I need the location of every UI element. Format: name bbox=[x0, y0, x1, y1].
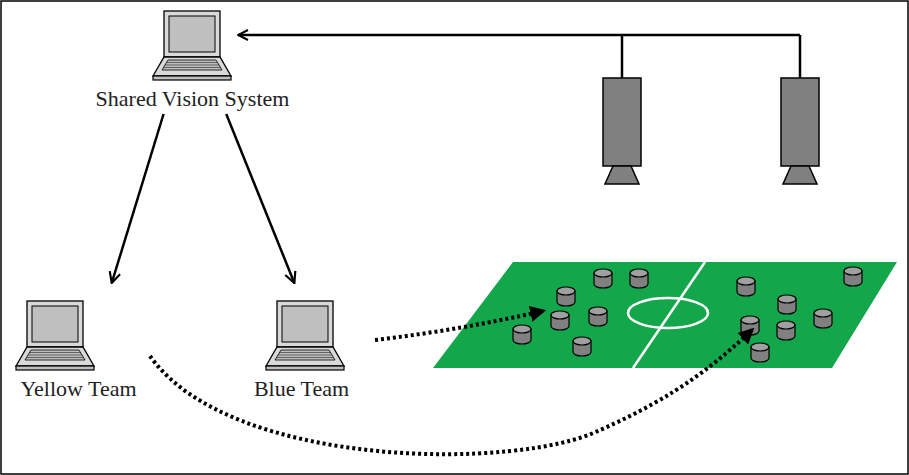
robot bbox=[630, 269, 648, 288]
soccer-field bbox=[433, 262, 897, 368]
robot bbox=[737, 277, 755, 296]
robot bbox=[594, 269, 612, 288]
computer-label: Yellow Team bbox=[3, 376, 154, 402]
computer-node: Blue Team bbox=[230, 283, 373, 404]
computer-node: Shared Vision System bbox=[72, 8, 313, 114]
camera bbox=[781, 78, 819, 184]
robot bbox=[778, 295, 796, 314]
computer-label: Shared Vision System bbox=[72, 86, 313, 112]
robot bbox=[557, 287, 575, 306]
robot bbox=[513, 325, 531, 344]
data-arrow bbox=[226, 114, 294, 283]
robot bbox=[814, 309, 832, 328]
robot bbox=[573, 337, 591, 356]
robot bbox=[777, 321, 795, 340]
data-arrow bbox=[112, 114, 164, 283]
computer-node: Yellow Team bbox=[3, 283, 154, 404]
robots bbox=[513, 267, 862, 362]
camera bbox=[603, 78, 641, 184]
command-arrow bbox=[375, 311, 543, 340]
robot bbox=[844, 267, 862, 286]
laptop-icon bbox=[265, 300, 345, 372]
robot bbox=[751, 343, 769, 362]
command-arrow bbox=[150, 330, 752, 454]
robot bbox=[589, 307, 607, 326]
robot bbox=[741, 316, 759, 335]
camera-wire bbox=[238, 35, 800, 78]
robot bbox=[551, 311, 569, 330]
computer-label: Blue Team bbox=[230, 376, 373, 402]
laptop-icon bbox=[152, 10, 232, 82]
laptop-icon bbox=[15, 300, 95, 372]
